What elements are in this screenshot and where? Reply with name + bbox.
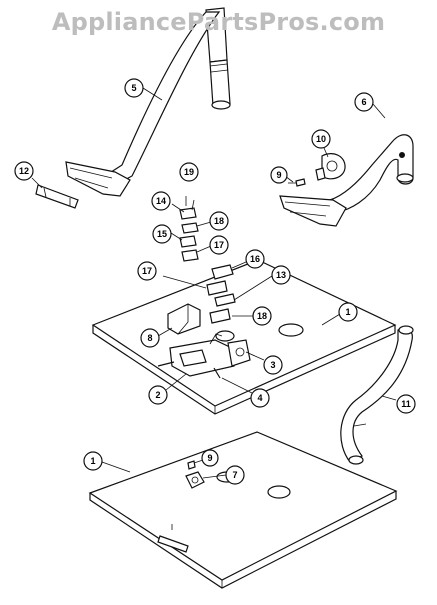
callout-9-upper: 9 [276,170,281,180]
callout-8: 8 [147,333,152,343]
callout-labels: 5 6 10 9 12 19 14 18 15 17 16 17 13 18 1… [19,83,411,480]
callout-7: 7 [232,470,237,480]
callout-2: 2 [155,390,160,400]
switch-assembly [157,333,251,379]
callout-1-upper: 1 [345,307,350,317]
part-11-hose [340,325,414,465]
part-1-upper-panel [91,259,397,415]
part-8-bracket [167,303,201,335]
callout-11: 11 [401,399,411,409]
callout-6: 6 [361,97,366,107]
callout-13: 13 [276,270,286,280]
callout-17-upper: 17 [214,240,224,250]
callout-18-upper: 18 [214,216,224,226]
pads-stack [179,196,199,262]
watermark-text: AppliancePartsPros.com [51,8,386,36]
callout-19: 19 [184,167,194,177]
callout-4: 4 [257,393,262,403]
part-10-valve [315,153,346,181]
callout-3: 3 [270,360,275,370]
part-7-clip [185,471,205,489]
callout-12: 12 [19,166,29,176]
callout-14: 14 [156,196,166,206]
callout-10: 10 [316,134,326,144]
part-9-screw-lower [187,460,196,470]
part-12-bracket [35,184,79,209]
callout-circles [14,78,416,485]
callout-16: 16 [250,254,260,264]
part-9-screw-upper [288,178,306,187]
callout-9-lower: 9 [207,453,212,463]
callout-17-lower: 17 [142,266,152,276]
callout-15: 15 [157,229,167,239]
part-5-tube [65,7,231,197]
leader-lines [31,87,397,479]
part-6-tube [279,134,414,227]
callout-1-lower: 1 [90,456,95,466]
callout-5: 5 [131,83,136,93]
callout-18-lower: 18 [257,311,267,321]
